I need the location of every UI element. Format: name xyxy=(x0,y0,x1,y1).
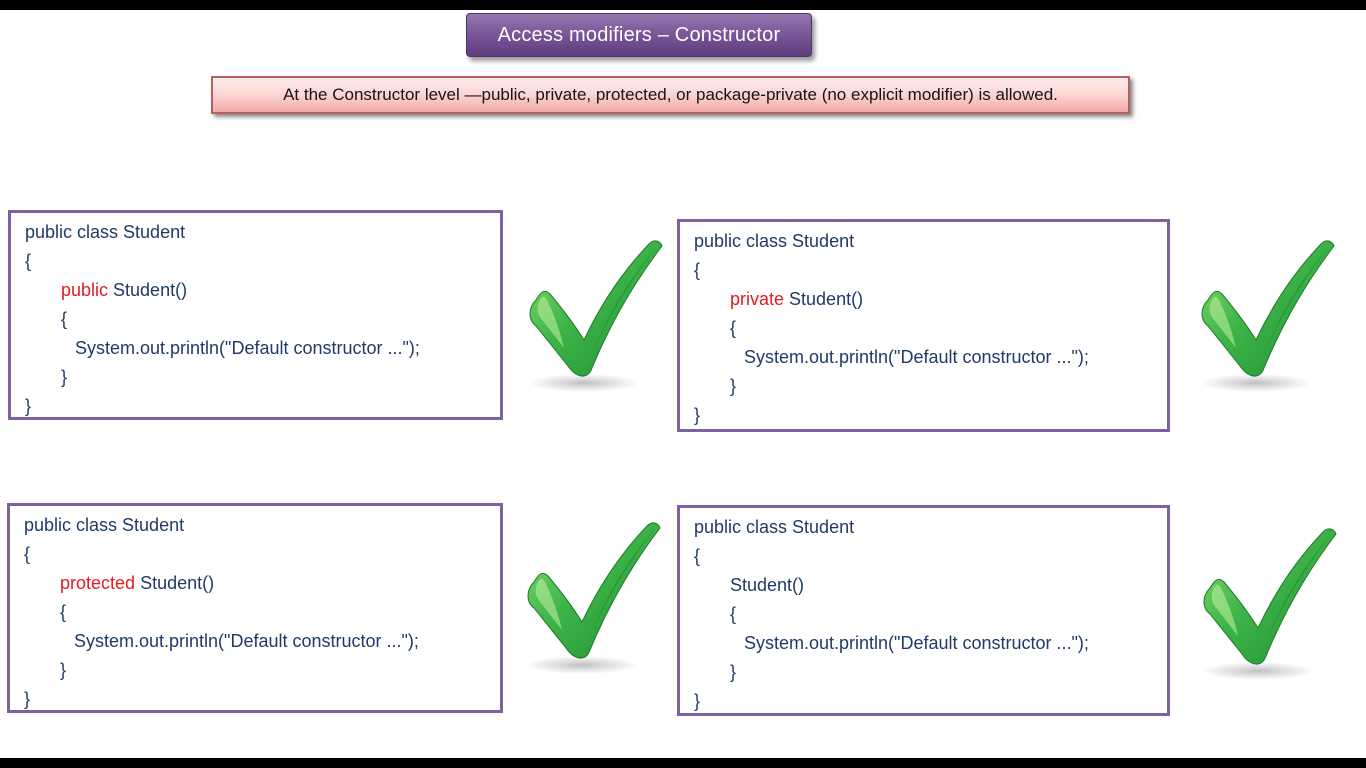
code-token: { xyxy=(25,251,32,271)
code-token: System.out.println("Default constructor … xyxy=(74,631,419,651)
access-modifier-token: protected xyxy=(60,573,136,593)
code-token: { xyxy=(694,546,701,566)
code-token: } xyxy=(694,405,701,425)
slide-title-banner: Access modifiers – Constructor xyxy=(466,13,812,57)
code-token: } xyxy=(60,660,67,680)
letterbox-bottom xyxy=(0,758,1366,768)
code-line: } xyxy=(694,372,1167,401)
code-token: { xyxy=(60,602,67,622)
code-line: } xyxy=(694,687,1167,716)
code-token: Student() xyxy=(108,280,188,300)
code-line: Student() xyxy=(694,571,1167,600)
code-line: System.out.println("Default constructor … xyxy=(694,343,1167,372)
code-line: public class Student xyxy=(24,511,500,540)
code-box-private-constructor: public class Student { private Student() { S… xyxy=(677,219,1170,432)
green-checkmark-glyph xyxy=(1200,240,1335,392)
code-line: System.out.println("Default constructor … xyxy=(694,629,1167,658)
access-modifier-token: private xyxy=(730,289,785,309)
code-token: { xyxy=(730,604,737,624)
code-line: { xyxy=(694,314,1167,343)
code-token: } xyxy=(730,376,737,396)
code-token: { xyxy=(24,544,31,564)
green-checkmark-glyph xyxy=(1202,528,1337,680)
code-line: { xyxy=(694,542,1167,571)
code-token: public class Student xyxy=(694,517,855,537)
code-token: { xyxy=(730,318,737,338)
code-token: } xyxy=(24,689,31,709)
code-token: System.out.println("Default constructor … xyxy=(744,633,1089,653)
code-token: Student() xyxy=(784,289,864,309)
code-line: } xyxy=(24,685,500,714)
code-line: private Student() xyxy=(694,285,1167,314)
access-modifier-token: public xyxy=(61,280,109,300)
code-line: } xyxy=(24,656,500,685)
code-line: } xyxy=(25,363,500,392)
code-line: System.out.println("Default constructor … xyxy=(24,627,500,656)
green-checkmark-glyph xyxy=(528,240,663,392)
code-line: } xyxy=(25,392,500,421)
code-token: } xyxy=(694,691,701,711)
code-token: public class Student xyxy=(25,222,186,242)
green-checkmark-icon xyxy=(1190,236,1342,394)
code-line: { xyxy=(24,598,500,627)
green-checkmark-icon xyxy=(516,518,668,676)
code-line: public class Student xyxy=(694,513,1167,542)
code-line: System.out.println("Default constructor … xyxy=(25,334,500,363)
code-token: { xyxy=(694,260,701,280)
code-token: } xyxy=(25,396,32,416)
code-line: { xyxy=(25,247,500,276)
code-token: System.out.println("Default constructor … xyxy=(75,338,420,358)
code-line: } xyxy=(694,401,1167,430)
code-token: public class Student xyxy=(24,515,185,535)
note-text: At the Constructor level —public, privat… xyxy=(283,85,1058,104)
code-line: { xyxy=(694,256,1167,285)
code-line: public class Student xyxy=(694,227,1167,256)
code-line: { xyxy=(694,600,1167,629)
code-line: public class Student xyxy=(25,218,500,247)
code-line: { xyxy=(24,540,500,569)
code-token: Student() xyxy=(730,575,805,595)
code-token: } xyxy=(730,662,737,682)
code-token: public class Student xyxy=(694,231,855,251)
code-token: Student() xyxy=(135,573,215,593)
code-line: { xyxy=(25,305,500,334)
letterbox-top xyxy=(0,0,1366,10)
green-checkmark-icon xyxy=(1192,524,1344,682)
code-line: protected Student() xyxy=(24,569,500,598)
code-box-public-constructor: public class Student { public Student() { Sy… xyxy=(8,210,503,420)
green-checkmark-glyph xyxy=(526,522,661,674)
code-line: } xyxy=(694,658,1167,687)
code-box-package-private-constructor: public class Student { Student() { System.ou… xyxy=(677,505,1170,716)
slide-title: Access modifiers – Constructor xyxy=(497,23,781,46)
code-token: System.out.println("Default constructor … xyxy=(744,347,1089,367)
note-box: At the Constructor level —public, privat… xyxy=(211,76,1130,114)
code-token: } xyxy=(61,367,68,387)
code-line: public Student() xyxy=(25,276,500,305)
code-box-protected-constructor: public class Student { protected Student()… xyxy=(7,503,503,713)
code-token: { xyxy=(61,309,68,329)
green-checkmark-icon xyxy=(518,236,670,394)
